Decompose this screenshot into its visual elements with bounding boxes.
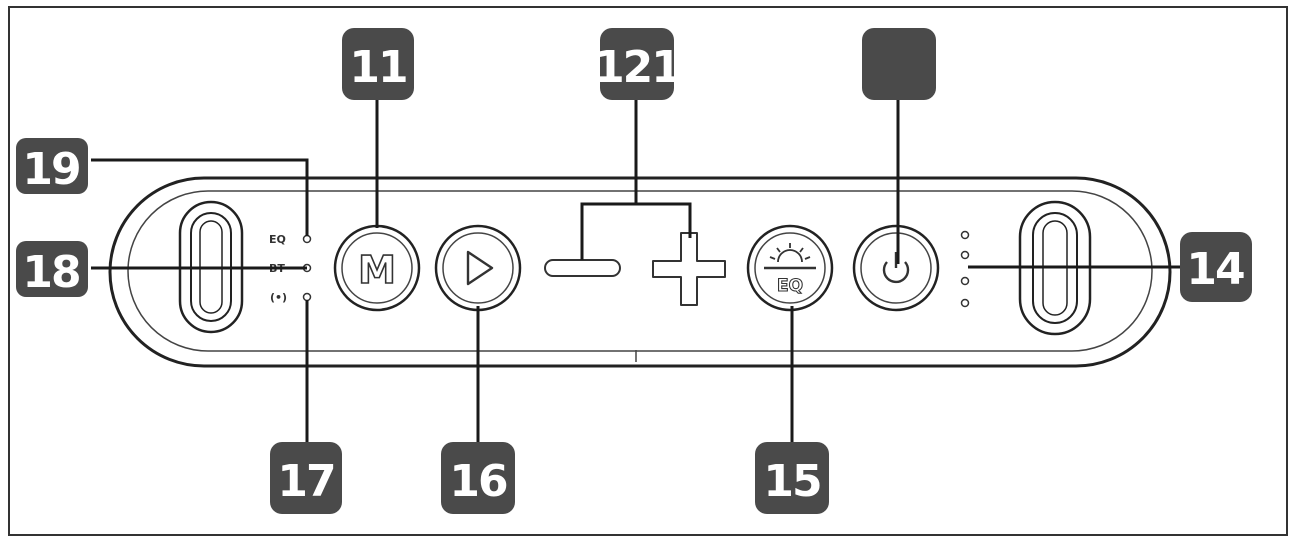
callout-14: 14: [1180, 232, 1252, 302]
callout-11-label: 11: [349, 42, 406, 93]
mode-button[interactable]: M: [333, 224, 421, 312]
eq-button[interactable]: EQ: [746, 224, 834, 312]
callout-18: 18: [16, 241, 88, 298]
volume-up-button[interactable]: [652, 232, 726, 306]
power-icon: [882, 252, 910, 284]
callout-19: 19: [16, 138, 88, 195]
eq-button-label: EQ: [777, 276, 803, 296]
sun-icon: [764, 243, 816, 270]
battery-indicator-leds: [960, 230, 970, 308]
callout-16: 16: [441, 442, 515, 514]
indicator-eq-label: EQ: [269, 233, 286, 246]
plus-icon: [652, 232, 726, 306]
callout-17: 17: [270, 442, 342, 514]
indicator-tws-label: (•): [270, 291, 287, 304]
callout-11: 11: [342, 28, 414, 100]
callout-15-label: 15: [763, 456, 820, 507]
volume-down-button[interactable]: [544, 259, 621, 277]
callout-12-label: 121: [594, 42, 680, 93]
callout-12: 121: [594, 28, 682, 100]
minus-icon: [544, 259, 621, 277]
play-icon: [466, 250, 494, 286]
callout-16-label: 16: [449, 456, 507, 507]
leader-lines: [91, 100, 1180, 442]
play-button[interactable]: [434, 224, 522, 312]
callout-19-label: 19: [22, 144, 79, 195]
callout-14-label: 14: [1186, 244, 1244, 295]
indicator-tws: (•): [270, 291, 312, 304]
indicator-eq: EQ: [269, 233, 312, 246]
callout-18-label: 18: [22, 247, 79, 298]
callout-13: [862, 28, 936, 100]
power-button[interactable]: [852, 224, 940, 312]
callout-17-label: 17: [277, 456, 334, 507]
panel-housing-outer: [108, 176, 1172, 368]
callout-15: 15: [755, 442, 829, 514]
panel-housing-inner: [127, 190, 1153, 352]
mode-button-label: M: [358, 248, 396, 292]
